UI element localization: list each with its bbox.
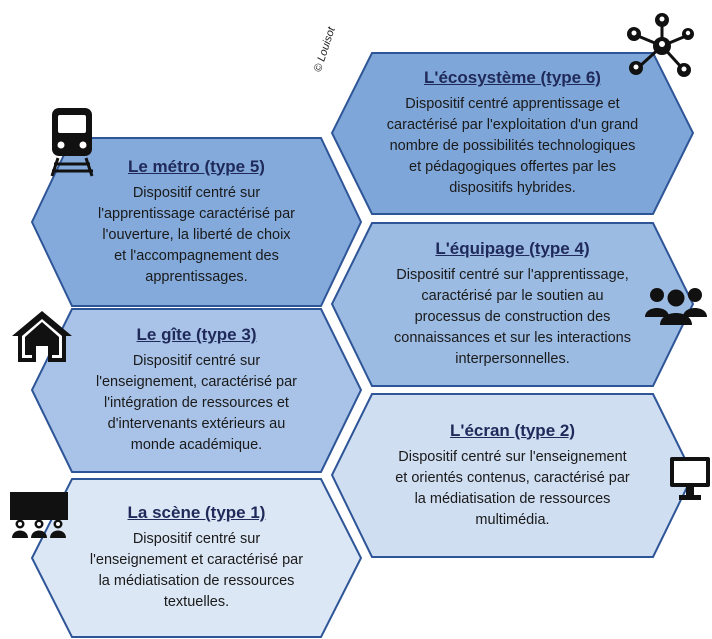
hexagon-title: La scène (type 1) (127, 503, 266, 522)
hexagon-shape (30, 137, 363, 307)
train-icon (50, 108, 94, 177)
hexagon-shape (30, 308, 363, 473)
hexagon-type-4: L'équipage (type 4) Dispositif centré su… (330, 222, 695, 387)
hexagon-title: Le métro (type 5) (128, 156, 265, 176)
house-icon (12, 311, 72, 362)
monitor-icon (670, 457, 710, 500)
hexagon-title: L'écosystème (type 6) (424, 68, 601, 87)
hexagon-title: L'écran (type 2) (450, 420, 575, 440)
hexagon-title: Le gîte (type 3) (136, 325, 257, 344)
hexagon-shape (30, 478, 363, 638)
hexagon-shape (330, 393, 695, 558)
hexagon-type-2: L'écran (type 2) Dispositif centré sur l… (330, 393, 695, 558)
hexagon-type-6: L'écosystème (type 6) Dispositif centré … (330, 52, 695, 215)
hexagon-shape (330, 222, 695, 387)
audience-screen-icon (10, 492, 68, 538)
hexagon-title: L'équipage (type 4) (435, 239, 590, 258)
group-icon (645, 288, 707, 325)
network-people-icon (627, 13, 694, 77)
hexagon-description: Dispositif centré sur l'apprentissage,ca… (394, 267, 631, 367)
